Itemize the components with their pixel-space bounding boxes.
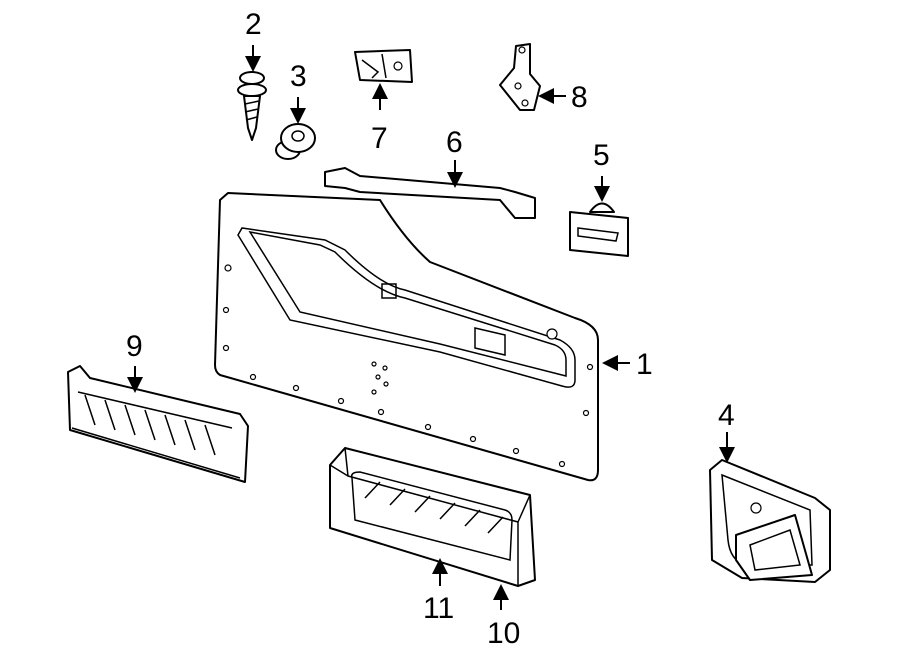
panel-holes	[222, 264, 594, 468]
screw	[237, 71, 267, 141]
callout-9: 9	[126, 330, 143, 363]
bracket-7	[354, 49, 413, 83]
speaker-grille	[67, 365, 249, 483]
callout-1: 1	[636, 348, 653, 381]
callout-2: 2	[245, 8, 262, 41]
grommet	[275, 123, 316, 160]
clip	[569, 202, 629, 257]
callout-5: 5	[593, 139, 610, 172]
callout-7: 7	[371, 122, 388, 155]
callout-4: 4	[718, 399, 735, 432]
speaker-grille-housing	[329, 447, 536, 587]
callout-10: 10	[487, 617, 520, 650]
door-trim-panel	[214, 192, 599, 482]
handle-bezel	[709, 459, 831, 583]
callout-6: 6	[446, 126, 463, 159]
callout-3: 3	[290, 60, 307, 93]
bracket-8	[499, 43, 541, 111]
pull-handle	[324, 167, 536, 219]
callout-11: 11	[423, 592, 454, 625]
callout-arrows	[127, 45, 735, 610]
callout-8: 8	[571, 81, 588, 114]
